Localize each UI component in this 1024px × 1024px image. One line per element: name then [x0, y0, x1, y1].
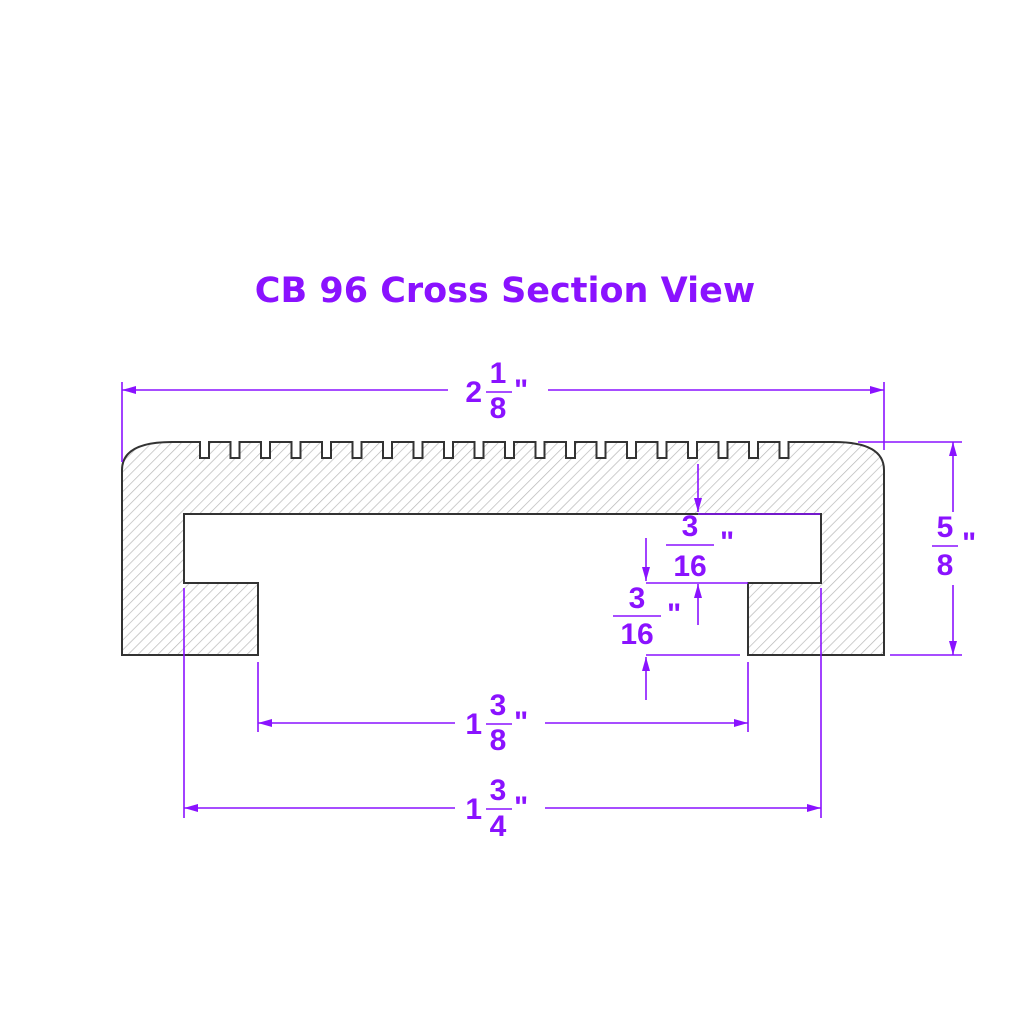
denominator: 16	[673, 550, 706, 583]
dim-overall-height-label: 5 8 "	[932, 511, 976, 582]
numerator: 3	[490, 689, 507, 722]
whole: 1	[465, 793, 482, 826]
inch-mark: "	[514, 706, 528, 739]
profile-body	[121, 441, 885, 656]
inch-mark: "	[514, 791, 528, 824]
dim-top-web-thickness: 3 16 "	[666, 464, 820, 625]
denominator: 8	[490, 724, 507, 757]
dim-overall-width: 2 1 8 "	[121, 357, 885, 462]
diagram-title: CB 96 Cross Section View	[255, 271, 755, 311]
dim-leg-outer-span: 1 3 4 "	[183, 588, 822, 843]
dim-overall-width-label: 2 1 8 "	[465, 357, 528, 425]
denominator: 16	[620, 618, 653, 651]
dim-leg-outer-span-label: 1 3 4 "	[465, 774, 528, 843]
numerator: 5	[937, 511, 954, 544]
inch-mark: "	[667, 598, 681, 631]
whole: 2	[465, 376, 482, 409]
dim-foot-inner-gap-label: 1 3 8 "	[465, 689, 528, 757]
profile-outline	[121, 441, 885, 656]
dim-overall-height: 5 8 "	[858, 441, 976, 656]
denominator: 8	[490, 392, 507, 425]
denominator: 8	[937, 549, 954, 582]
numerator: 3	[682, 510, 699, 543]
inch-mark: "	[962, 527, 976, 560]
numerator: 1	[490, 357, 507, 390]
inch-mark: "	[514, 374, 528, 407]
inch-mark: "	[720, 526, 734, 559]
dim-foot-thickness-label: 3 16 "	[613, 582, 681, 651]
dim-top-web-thickness-label: 3 16 "	[666, 510, 734, 583]
dim-foot-thickness: 3 16 "	[613, 538, 748, 700]
dim-foot-inner-gap: 1 3 8 "	[257, 662, 749, 757]
numerator: 3	[629, 582, 646, 615]
denominator: 4	[490, 810, 507, 843]
numerator: 3	[490, 774, 507, 807]
whole: 1	[465, 708, 482, 741]
